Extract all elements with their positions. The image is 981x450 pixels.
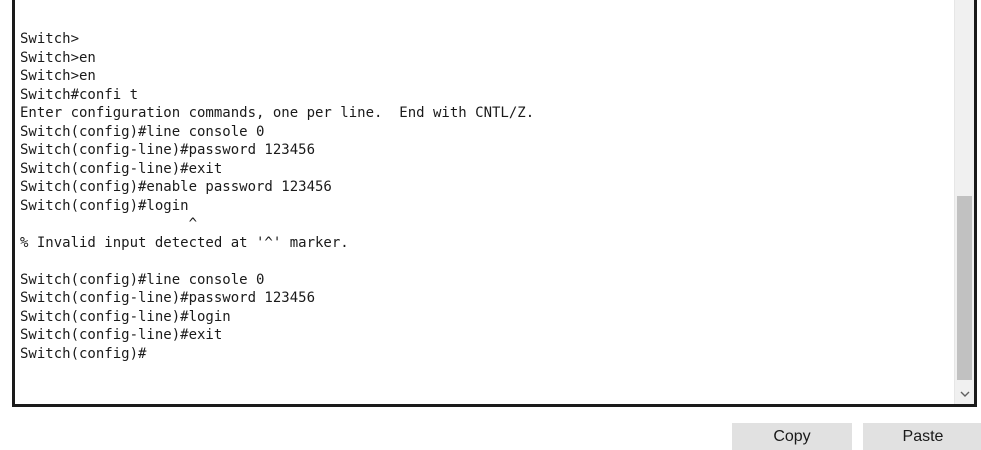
chevron-down-icon [960,391,970,397]
scroll-down-button[interactable] [955,384,974,404]
terminal-line: Switch(config-line)#exit [20,327,223,343]
terminal-line: Switch#confi t [20,86,139,103]
terminal-line: ^ [20,216,198,232]
terminal-line: Switch(config-line)#password 123456 [20,142,316,158]
terminal-line: Switch> [20,31,80,47]
paste-button[interactable]: Paste [863,423,981,450]
copy-button[interactable]: Copy [732,423,852,450]
terminal-line [20,252,952,271]
terminal-line: Switch>en [20,68,96,84]
vertical-scrollbar[interactable] [954,0,974,404]
terminal-line: Switch(config-line)#login [20,308,231,325]
terminal-line: Enter configuration commands, one per li… [20,105,535,121]
terminal-line: Switch(config)#enable password 123456 [20,179,332,195]
terminal-line: Switch>en [20,49,96,66]
terminal-line: Switch(config-line)#exit [20,160,223,177]
terminal-line: Switch(config)#line console 0 [20,271,265,288]
terminal-line: Switch(config)#line console 0 [20,123,265,140]
terminal-line: Switch(config)# [20,345,147,362]
terminal-line: Switch(config-line)#password 123456 [20,290,316,306]
terminal-line: % Invalid input detected at '^' marker. [20,234,349,251]
scrollbar-thumb[interactable] [957,196,972,380]
terminal-line: Switch(config)#login [20,197,189,214]
